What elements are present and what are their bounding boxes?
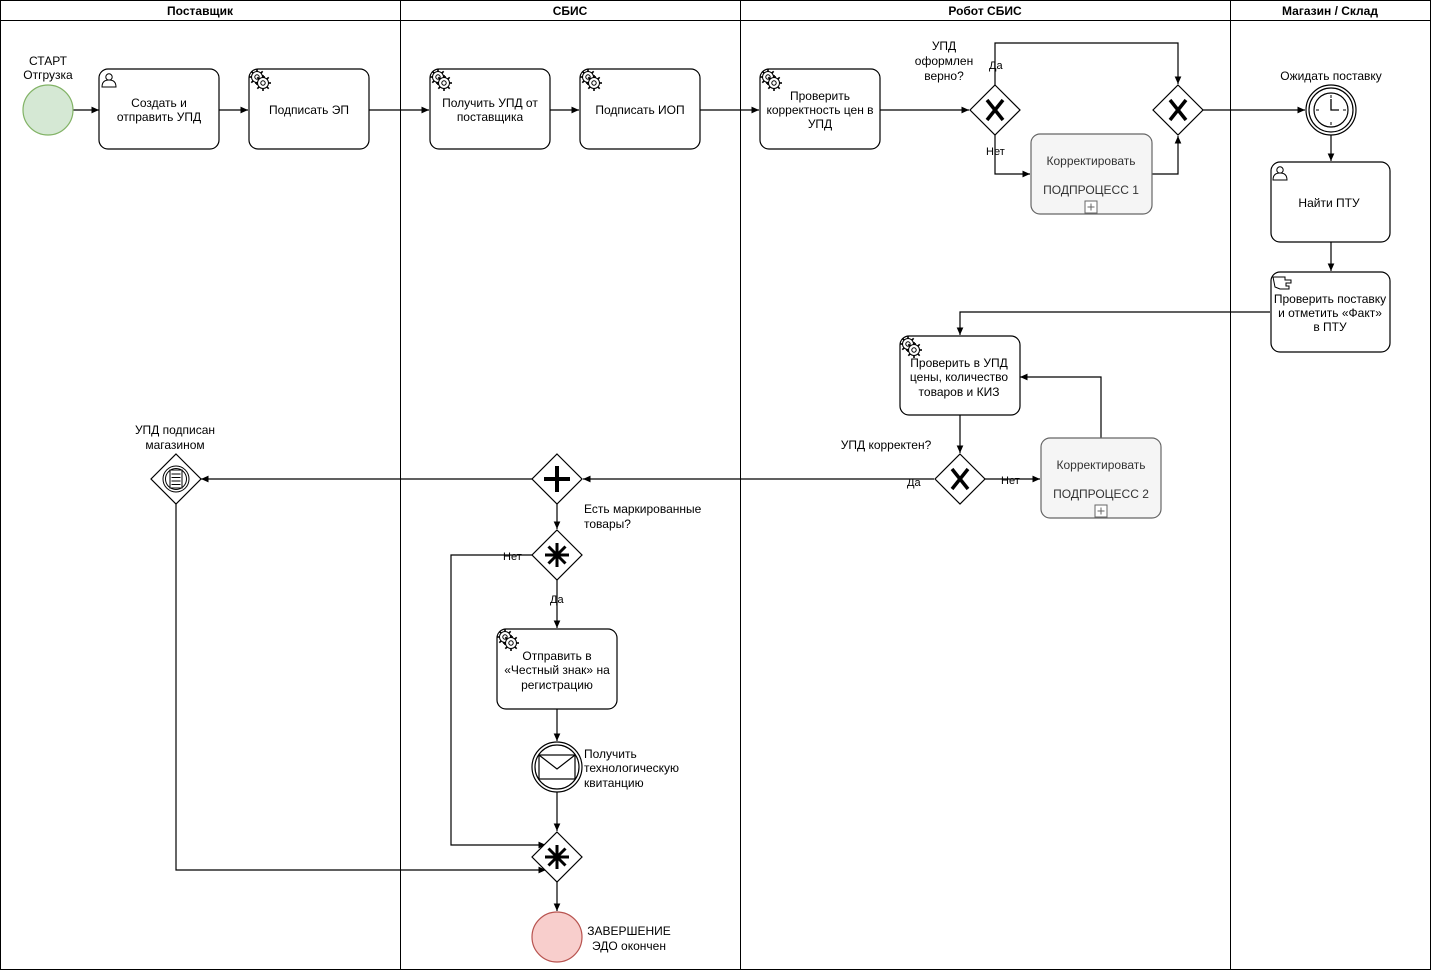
gateway-question-label: товары?	[584, 517, 631, 531]
end-event-label: ЭДО окончен	[592, 939, 666, 953]
task-label: УПД	[808, 117, 832, 131]
task-label: «Честный знак» на	[504, 663, 610, 677]
exclusive-gateway[interactable]	[1152, 84, 1204, 136]
event-label: УПД подписан	[135, 423, 215, 437]
flow-label-yes: Да	[907, 477, 921, 489]
exclusive-gateway[interactable]	[934, 453, 986, 505]
task-label: ПОДПРОЦЕСС 1	[1043, 183, 1139, 197]
complex-gateway[interactable]	[531, 831, 583, 883]
task-label: Корректировать	[1056, 458, 1145, 472]
task-label: отправить УПД	[117, 110, 201, 124]
start-event-label: СТАРТ	[29, 54, 68, 68]
hand-icon	[1272, 276, 1292, 290]
sequence-flows	[73, 42, 1335, 911]
gateway-question-label: оформлен	[915, 54, 973, 68]
task-label: товаров и КИЗ	[919, 385, 1000, 399]
event-label: магазином	[145, 438, 204, 452]
task-label: в ПТУ	[1313, 320, 1347, 334]
timer-event-label: Ожидать поставку	[1280, 69, 1382, 83]
lane-title-supplier: Поставщик	[167, 4, 234, 18]
lane-title-store: Магазин / Склад	[1282, 4, 1378, 18]
task-label: Создать и	[131, 96, 187, 110]
timer-event[interactable]	[1305, 84, 1357, 136]
task-check-upd-details[interactable]: Проверить в УПД цены, количество товаров…	[899, 335, 1021, 416]
task-label: Подписать ИОП	[595, 103, 684, 117]
gateway-question-label: верно?	[924, 69, 964, 83]
task-label: поставщика	[457, 110, 524, 124]
task-label: цены, количество	[910, 370, 1008, 384]
event-label: квитанцию	[584, 776, 644, 790]
task-label: Получить УПД от	[442, 96, 538, 110]
lane-title-sbis: СБИС	[553, 4, 588, 18]
task-label: регистрацию	[521, 678, 593, 692]
task-label: Проверить в УПД	[910, 356, 1007, 370]
event-label: Получить	[584, 747, 637, 761]
task-label: Проверить	[790, 89, 850, 103]
start-event-label: Отгрузка	[23, 68, 73, 82]
task-label: Проверить поставку	[1274, 292, 1386, 306]
task-check-prices[interactable]: Проверить корректность цен в УПД	[759, 68, 881, 150]
task-label: корректность цен в	[766, 103, 873, 117]
task-label: Отправить в	[522, 649, 591, 663]
exclusive-gateway[interactable]	[969, 84, 1021, 136]
envelope-icon	[538, 754, 576, 780]
task-create-send-upd[interactable]: Создать и отправить УПД	[98, 68, 220, 150]
task-label: Корректировать	[1046, 154, 1135, 168]
lane-title-robot: Робот СБИС	[948, 4, 1022, 18]
flow-label-yes: Да	[550, 594, 564, 606]
flow-label-no: Нет	[986, 146, 1005, 158]
end-event[interactable]	[531, 911, 583, 963]
task-label: Найти ПТУ	[1298, 196, 1360, 210]
flow-label-yes: Да	[989, 60, 1003, 72]
subprocess-correct-2[interactable]: Корректировать ПОДПРОЦЕСС 2	[1040, 437, 1162, 519]
task-label: Подписать ЭП	[269, 103, 349, 117]
task-send-chestny-znak[interactable]: Отправить в «Честный знак» на регистраци…	[496, 628, 618, 710]
conditional-event-gateway[interactable]	[150, 453, 202, 505]
flow-label-no: Нет	[1001, 475, 1020, 487]
start-event[interactable]	[22, 84, 74, 136]
complex-gateway[interactable]	[531, 529, 583, 581]
document-icon	[169, 469, 183, 489]
gateway-question-label: Есть маркированные	[584, 502, 702, 516]
gateway-question-label: УПД	[932, 39, 956, 53]
task-receive-upd[interactable]: Получить УПД от поставщика	[429, 68, 551, 150]
parallel-gateway[interactable]	[531, 453, 583, 505]
task-check-delivery[interactable]: Проверить поставку и отметить «Факт» в П…	[1270, 271, 1391, 353]
task-label: ПОДПРОЦЕСС 2	[1053, 487, 1149, 501]
subprocess-correct-1[interactable]: Корректировать ПОДПРОЦЕСС 1	[1030, 133, 1153, 215]
task-label: и отметить «Факт»	[1278, 306, 1382, 320]
message-intermediate-event[interactable]	[531, 741, 583, 793]
gateway-question-label: УПД корректен?	[841, 438, 932, 452]
task-sign-ep[interactable]: Подписать ЭП	[248, 68, 370, 150]
flow-label-no: Нет	[503, 551, 522, 563]
event-label: технологическую	[584, 761, 679, 775]
task-sign-iop[interactable]: Подписать ИОП	[579, 68, 701, 150]
end-event-label: ЗАВЕРШЕНИЕ	[587, 924, 671, 938]
task-find-ptu[interactable]: Найти ПТУ	[1270, 161, 1391, 243]
